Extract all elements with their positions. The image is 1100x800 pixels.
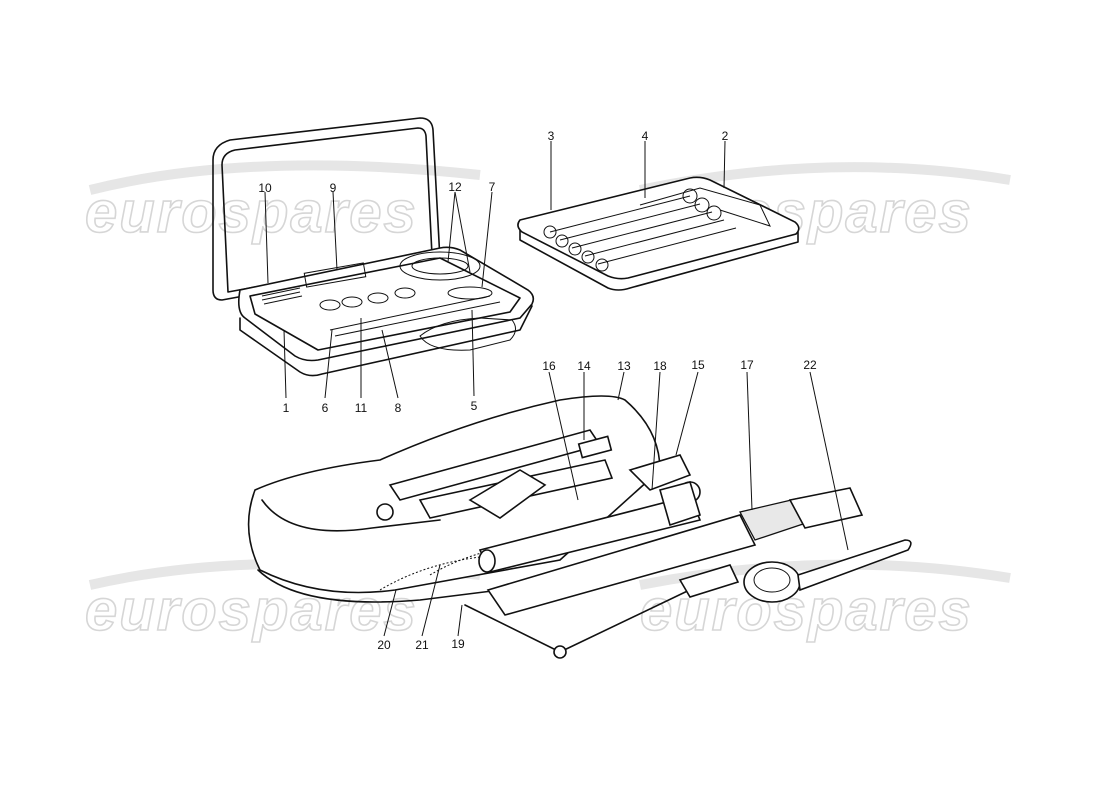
t-wrench <box>464 564 740 659</box>
watermark-text: eurospares <box>85 180 418 245</box>
callout-17: 17 <box>740 358 754 372</box>
wheel-spanner <box>486 487 864 616</box>
callout-12: 12 <box>448 180 462 194</box>
callout-9: 9 <box>330 181 337 195</box>
callout-15: 15 <box>691 358 705 372</box>
watermark-group: eurospares eurospares eurospares eurospa… <box>84 160 1011 644</box>
callout-7: 7 <box>489 180 496 194</box>
callout-10: 10 <box>258 181 272 195</box>
leader-lines <box>264 140 849 637</box>
callout-8: 8 <box>395 401 402 415</box>
callout-14: 14 <box>577 359 591 373</box>
jack-handle <box>478 481 702 573</box>
tool-case <box>212 117 535 377</box>
callout-22: 22 <box>803 358 817 372</box>
callout-13: 13 <box>617 359 631 373</box>
callout-3: 3 <box>548 129 555 143</box>
callout-18: 18 <box>653 359 667 373</box>
callout-19: 19 <box>451 637 465 651</box>
callout-labels: 10 9 12 7 3 4 2 1 6 11 8 5 16 14 13 18 1… <box>258 129 817 652</box>
spanner-tray <box>517 176 800 291</box>
callout-4: 4 <box>642 129 649 143</box>
callout-11: 11 <box>355 401 368 415</box>
callout-21: 21 <box>415 638 429 652</box>
callout-1: 1 <box>283 401 290 415</box>
callout-5: 5 <box>471 399 478 413</box>
callout-16: 16 <box>542 359 556 373</box>
knock-off-hammer <box>743 539 912 603</box>
callout-20: 20 <box>377 638 391 652</box>
callout-6: 6 <box>322 401 329 415</box>
jack <box>376 429 701 521</box>
callout-2: 2 <box>722 129 729 143</box>
